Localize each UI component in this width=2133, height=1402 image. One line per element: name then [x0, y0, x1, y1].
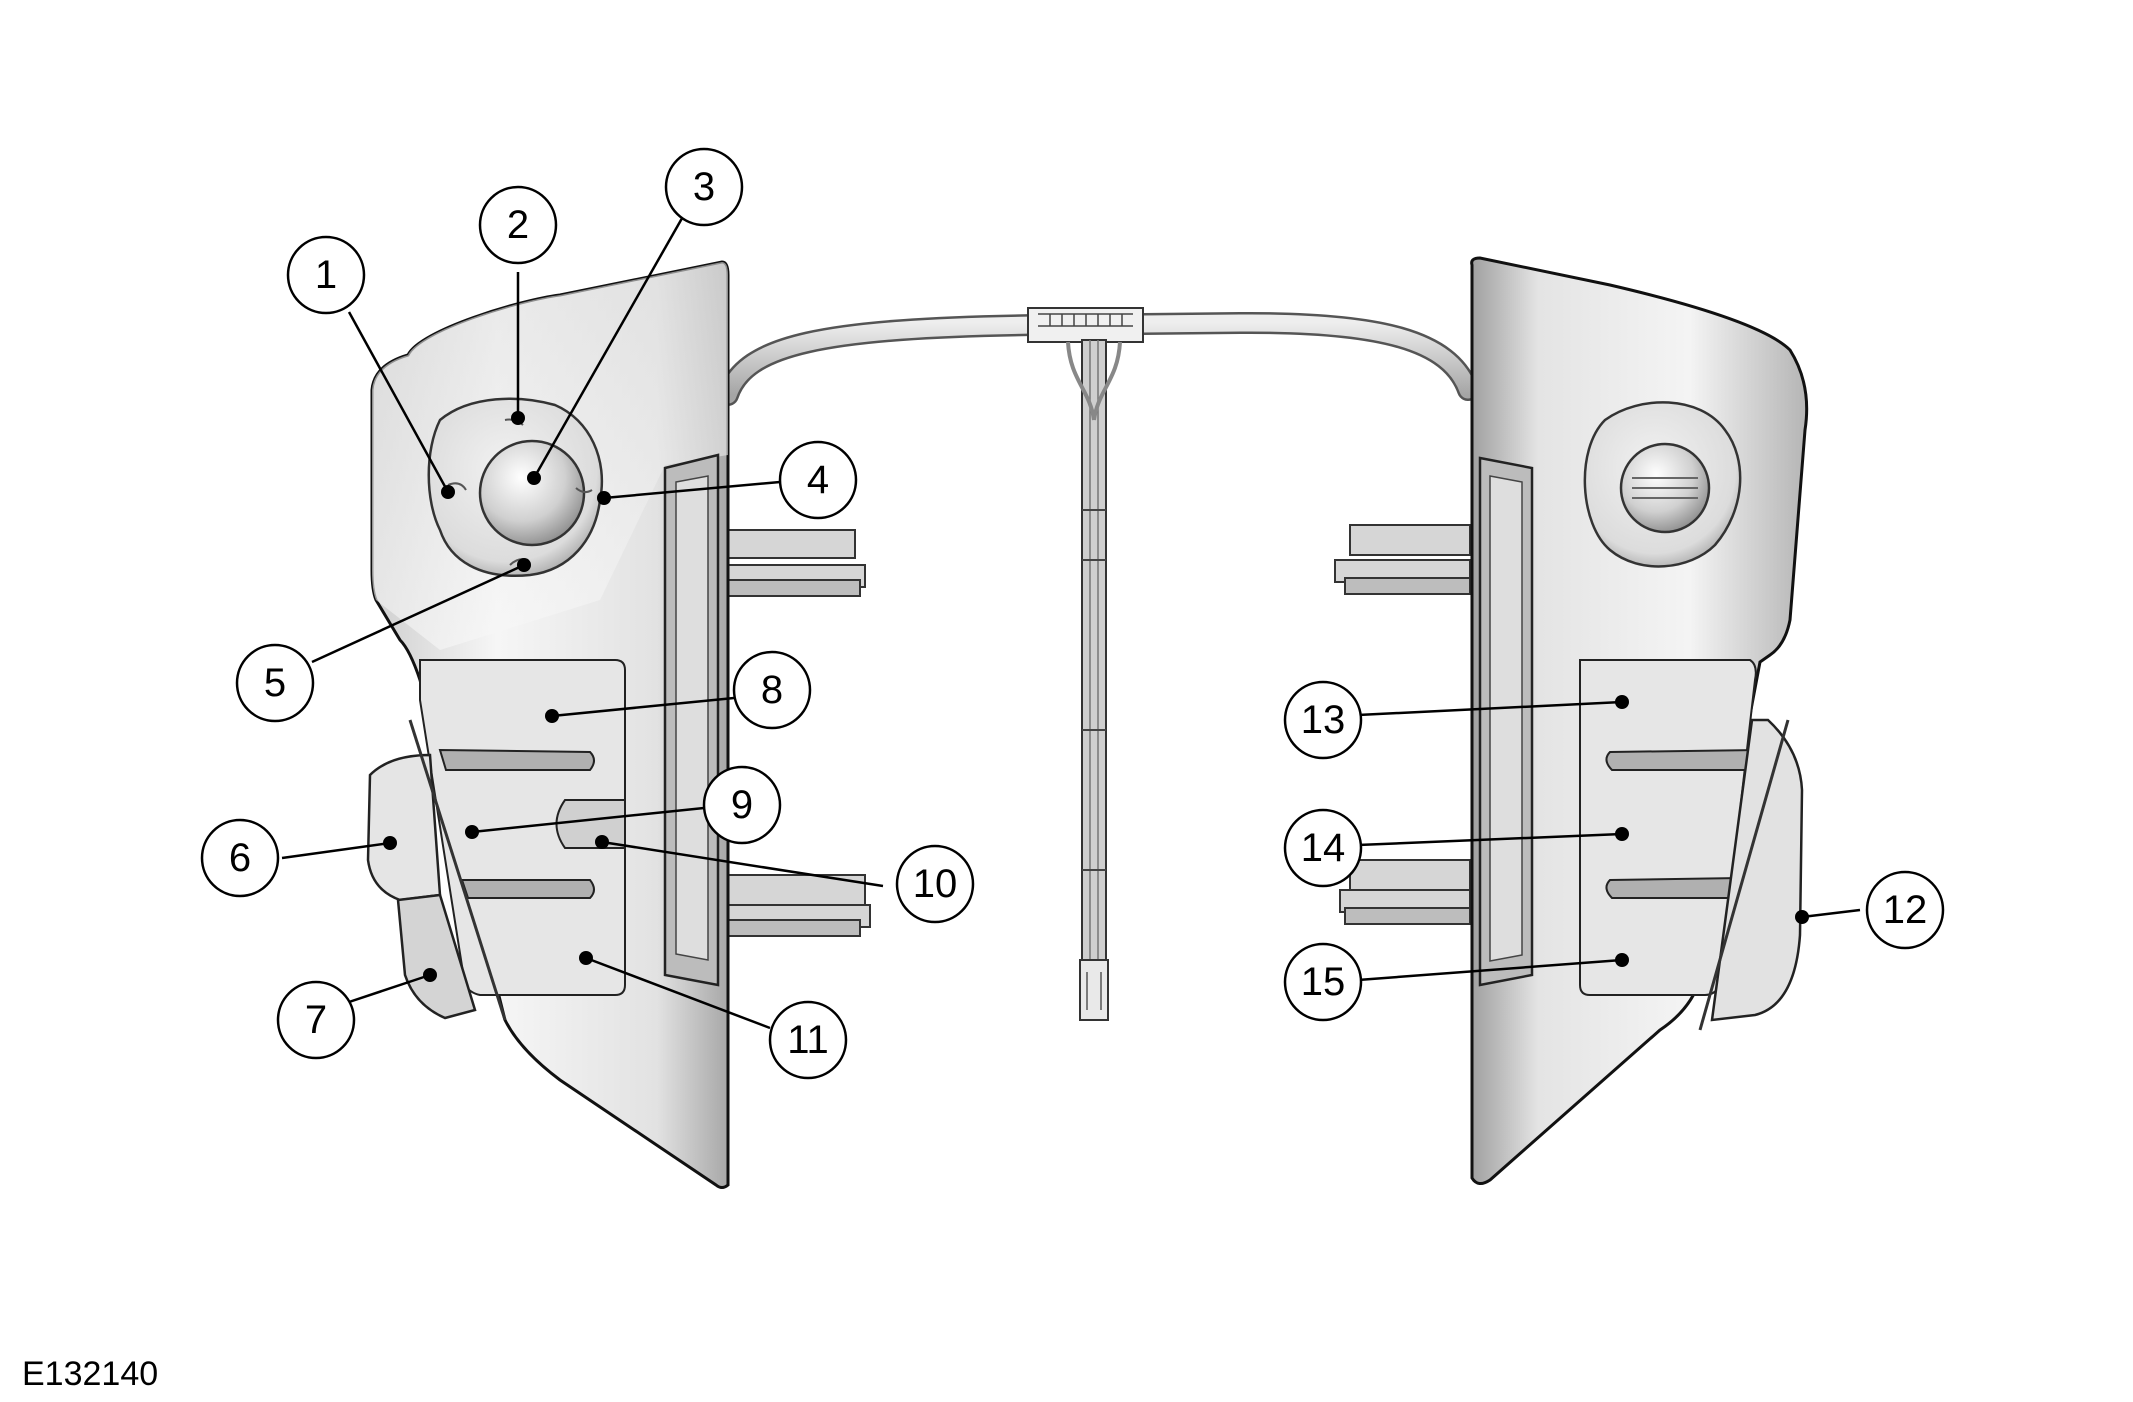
callout-10: 10: [895, 844, 975, 924]
callout-11: 11: [768, 1000, 848, 1080]
figure-reference-code: E132140: [22, 1355, 159, 1393]
callout-5-label: 5: [264, 661, 286, 705]
callouts: 1 2 3 4 5 6 7 8 9 10 11 12 13 14 15: [200, 147, 1945, 1080]
callout-13: 13: [1283, 680, 1363, 760]
left-switch-pack-illustration: [366, 260, 871, 1189]
callout-1-label: 1: [315, 253, 337, 297]
wiring-harness-illustration: [717, 307, 1479, 1021]
callout-6-label: 6: [229, 836, 251, 880]
callout-14-label: 14: [1301, 826, 1346, 870]
callout-14: 14: [1283, 808, 1363, 888]
callout-4-label: 4: [807, 458, 829, 502]
callout-9-label: 9: [731, 783, 753, 827]
callout-3-label: 3: [693, 165, 715, 209]
callout-6: 6: [200, 818, 280, 898]
callout-9: 9: [702, 765, 782, 845]
callout-15-label: 15: [1301, 960, 1346, 1004]
callout-2: 2: [478, 185, 558, 265]
callout-13-label: 13: [1301, 698, 1346, 742]
callout-10-label: 10: [913, 862, 958, 906]
callout-1: 1: [286, 235, 366, 315]
callout-12: 12: [1865, 870, 1945, 950]
callout-11-label: 11: [787, 1018, 829, 1062]
callout-7-label: 7: [305, 998, 327, 1042]
callout-12-label: 12: [1883, 888, 1928, 932]
callout-8-label: 8: [761, 668, 783, 712]
callout-3: 3: [664, 147, 744, 227]
callout-4: 4: [778, 440, 858, 520]
callout-7: 7: [276, 980, 356, 1060]
callout-15: 15: [1283, 942, 1363, 1022]
callout-5: 5: [235, 643, 315, 723]
callout-2-label: 2: [507, 203, 529, 247]
leader-lines: [281, 212, 1861, 1030]
right-switch-pack-illustration: [1334, 256, 1809, 1185]
callout-8: 8: [732, 650, 812, 730]
